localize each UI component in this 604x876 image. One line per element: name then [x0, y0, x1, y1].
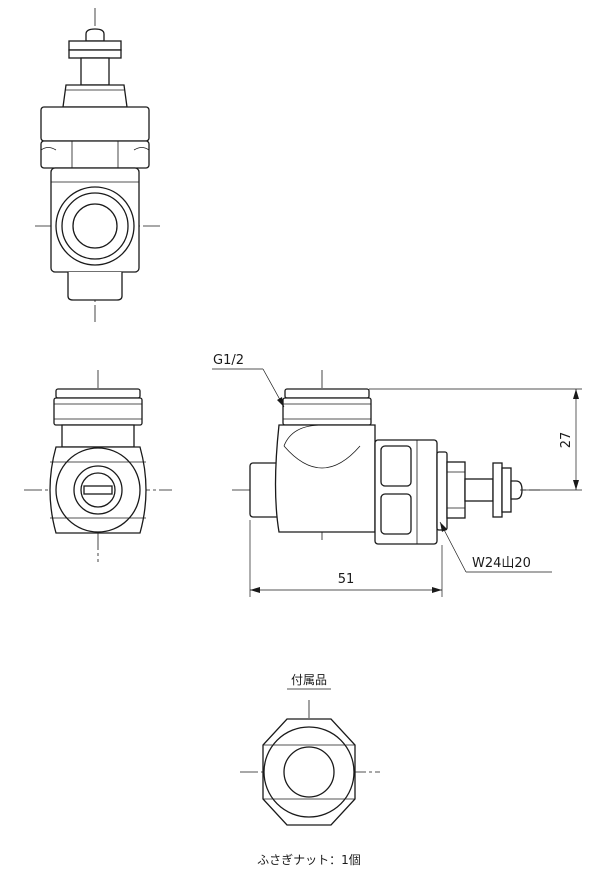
leader-w24: W24山20 — [439, 521, 552, 573]
accessory-title: 付属品 — [291, 673, 327, 687]
accessory-item-label: ふさぎナット：1個 — [257, 853, 361, 867]
top-view-bonnet-nut — [40, 84, 150, 169]
cap-nut-inner-circle — [283, 746, 335, 798]
leader-g12: G1/2 — [212, 353, 285, 408]
cap-nut-outer-circle — [263, 726, 355, 818]
front-view — [232, 370, 540, 545]
top-view — [35, 8, 160, 322]
top-view-body — [50, 167, 140, 301]
side-view — [24, 370, 172, 562]
dimension-51-label: 51 — [338, 572, 355, 587]
top-view-handle — [68, 28, 122, 86]
accessory: 付属品 ふさぎナット：1個 — [240, 673, 380, 867]
thread-w-label: W24山20 — [472, 556, 531, 571]
dimension-27-label: 27 — [559, 432, 574, 449]
cap-nut-hex — [262, 718, 356, 826]
dimension-27: 27 — [369, 388, 582, 491]
dimension-51: 51 — [249, 520, 443, 597]
thread-g-label: G1/2 — [213, 353, 244, 368]
